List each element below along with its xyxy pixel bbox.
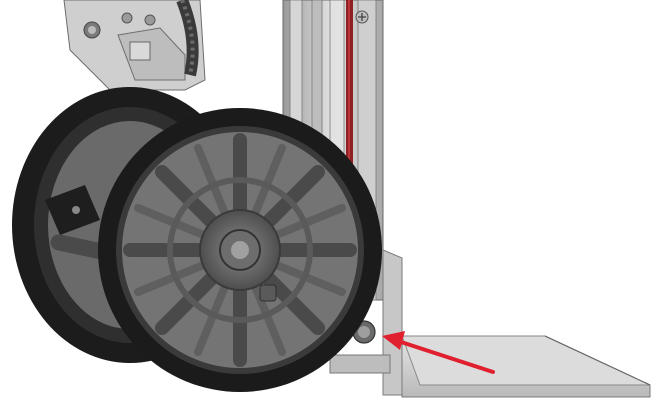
wheel-hub-spokes — [123, 133, 357, 367]
toe-plate — [329, 249, 651, 398]
frame-screw — [355, 10, 369, 24]
axle-bracket — [63, 0, 206, 91]
red-accent-strip — [346, 0, 353, 300]
callout-arrow — [382, 331, 495, 374]
